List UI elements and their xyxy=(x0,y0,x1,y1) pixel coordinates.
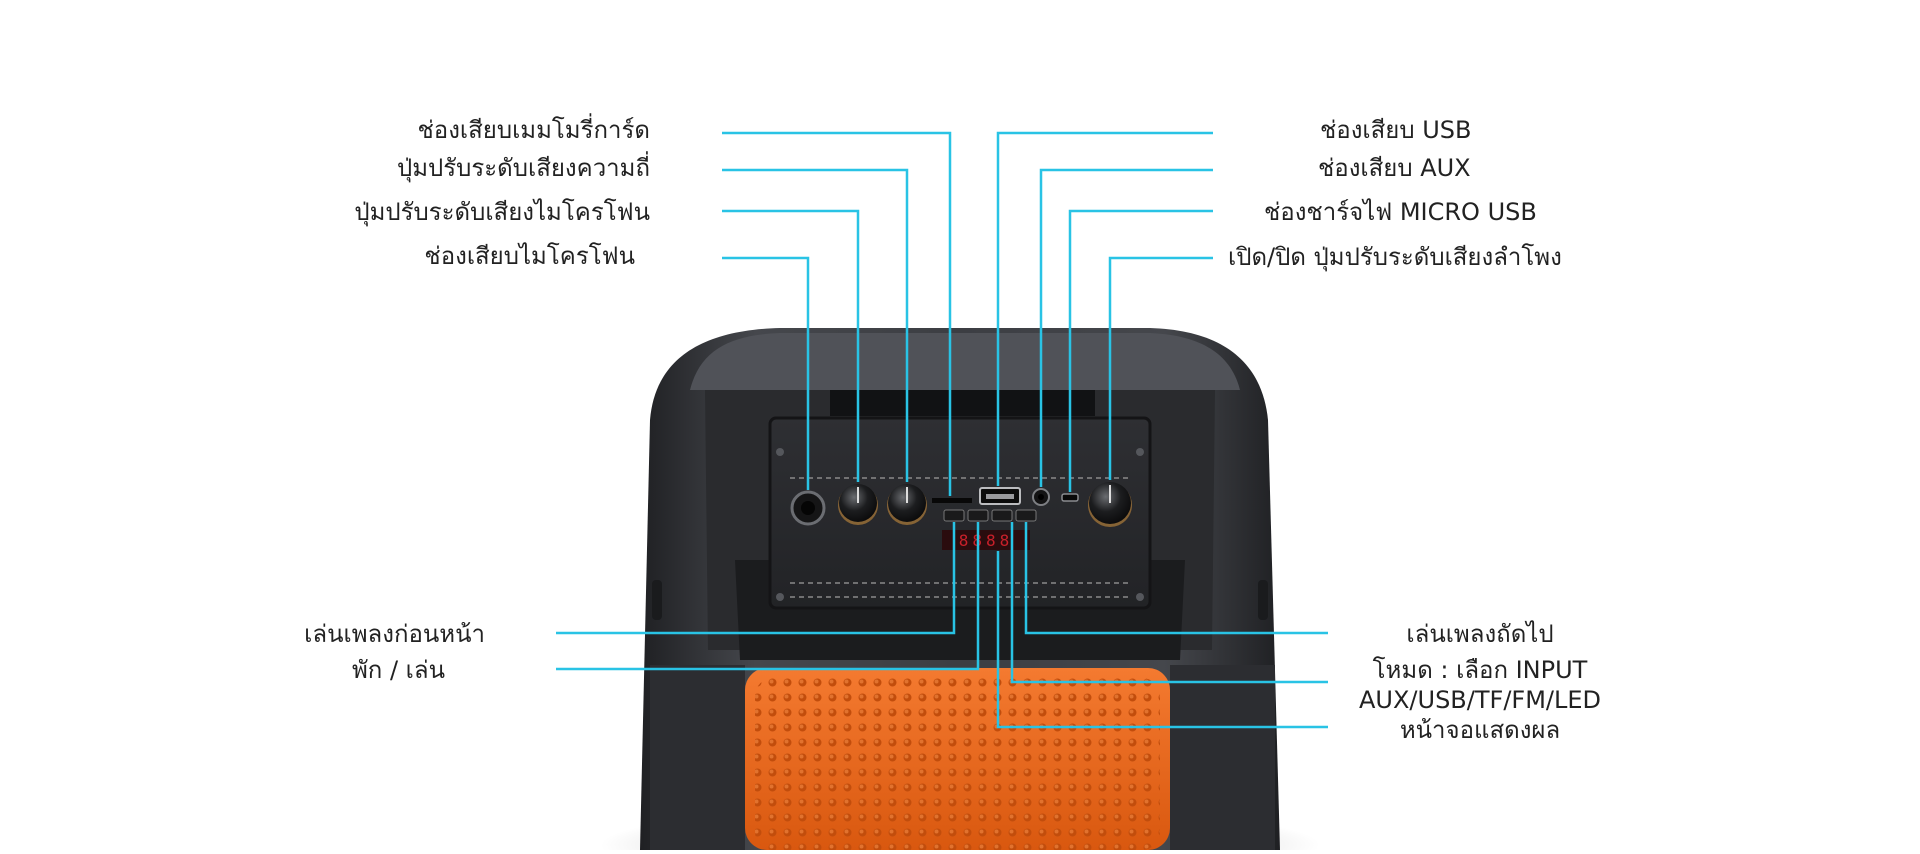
micro-usb-port xyxy=(1061,493,1079,502)
line-power-volume xyxy=(1108,256,1213,480)
label-play-pause: พัก / เล่น xyxy=(351,656,445,684)
label-echo-knob: ปุ่มปรับระดับเสียงความถี่ xyxy=(396,154,650,182)
line-mode xyxy=(1010,522,1328,684)
left-vent xyxy=(652,580,662,620)
label-aux-port: ช่องเสียบ AUX xyxy=(1318,154,1471,182)
line-aux-port xyxy=(1039,168,1213,487)
line-echo-knob xyxy=(722,168,909,482)
line-mic-jack xyxy=(722,256,810,490)
line-prev-track xyxy=(556,522,956,635)
label-prev-track: เล่นเพลงก่อนหน้า xyxy=(304,620,485,648)
led-display-digits: 8888 xyxy=(959,531,1014,550)
prev-button xyxy=(943,509,965,522)
line-micro-usb xyxy=(1068,209,1213,492)
label-mode-line1: โหมด : เลือก INPUT xyxy=(1372,656,1588,684)
line-next-track xyxy=(1024,522,1328,635)
line-mic-volume-knob xyxy=(722,209,860,482)
label-micro-usb-charge: ช่องชาร์จไฟ MICRO USB xyxy=(1264,198,1537,226)
line-memory-card-slot xyxy=(722,131,952,496)
label-display: หน้าจอแสดงผล xyxy=(1399,716,1561,744)
grip-texture xyxy=(755,678,1160,850)
aux-port xyxy=(1032,488,1050,506)
label-memory-card-slot: ช่องเสียบเมมโมรี่การ์ด xyxy=(417,116,651,144)
echo-knob xyxy=(887,484,927,525)
play-pause-button xyxy=(967,509,989,522)
mic-volume-knob xyxy=(838,484,878,525)
label-mode-line2: AUX/USB/TF/FM/LED xyxy=(1358,686,1602,714)
handle-slot xyxy=(830,390,1095,416)
right-vent xyxy=(1258,580,1268,620)
label-mic-jack: ช่องเสียบไมโครโฟน xyxy=(424,242,635,270)
line-usb-port xyxy=(996,131,1213,486)
mode-button xyxy=(991,509,1013,522)
line-play-pause xyxy=(556,522,980,671)
line-display xyxy=(996,551,1328,729)
speaker-top-rim xyxy=(690,333,1240,390)
led-display xyxy=(942,530,1030,550)
label-next-track: เล่นเพลงถัดไป xyxy=(1406,620,1554,648)
power-volume-knob xyxy=(1088,482,1132,527)
memory-card-slot xyxy=(932,498,972,503)
label-mic-volume-knob: ปุ่มปรับระดับเสียงไมโครโฟน xyxy=(354,198,650,226)
usb-port xyxy=(979,487,1021,505)
label-usb-port: ช่องเสียบ USB xyxy=(1320,116,1472,144)
next-button xyxy=(1015,509,1037,522)
callout-lines xyxy=(556,131,1328,729)
label-power-volume-knob: เปิด/ปิด ปุ่มปรับระดับเสียงลำโพง xyxy=(1228,243,1562,271)
mic-jack xyxy=(790,490,826,526)
